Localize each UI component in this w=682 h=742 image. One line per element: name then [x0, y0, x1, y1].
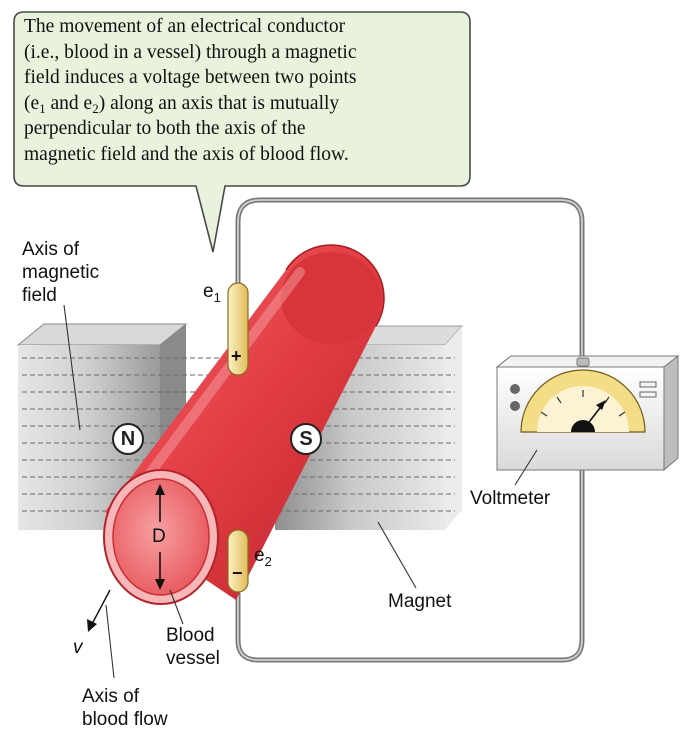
e2-label: e2 [254, 545, 272, 569]
e1-label: e1 [203, 281, 221, 305]
leader-lines [63, 304, 538, 679]
callout-line: The movement of an electrical conductor [24, 16, 346, 37]
blood-vessel [103, 244, 385, 605]
voltmeter [495, 354, 680, 472]
velocity-label: v [73, 637, 83, 658]
electrode-e1 [227, 282, 249, 376]
minus-sign: − [232, 563, 243, 583]
callout-bubble [13, 11, 471, 253]
callout-line: field induces a voltage between two poin… [24, 67, 357, 88]
callout-text: The movement of an electrical conductor … [24, 14, 444, 167]
blood-vessel-label: Blood vessel [166, 625, 220, 669]
axis-of-magnetic-field-label: Axis of magnetic field [22, 239, 100, 306]
axis-of-blood-flow-label: Axis of blood flow [82, 686, 168, 730]
voltmeter-label: Voltmeter [470, 488, 551, 509]
north-pole-badge: N [112, 423, 144, 455]
callout-line: magnetic field and the axis of blood flo… [24, 143, 349, 165]
diameter-label: D [152, 526, 166, 547]
callout-line: (e1 and e2) along an axis that is mutual… [24, 92, 340, 116]
callout-line: perpendicular to both the axis of the [24, 118, 306, 139]
electrode-e2 [227, 529, 249, 593]
magnet-label: Magnet [388, 591, 452, 612]
velocity-arrow [87, 589, 111, 632]
south-pole-badge: S [290, 423, 322, 455]
plus-sign: + [231, 346, 242, 366]
diameter-arrow [155, 484, 165, 590]
callout-line: (i.e., blood in a vessel) through a magn… [24, 41, 357, 63]
